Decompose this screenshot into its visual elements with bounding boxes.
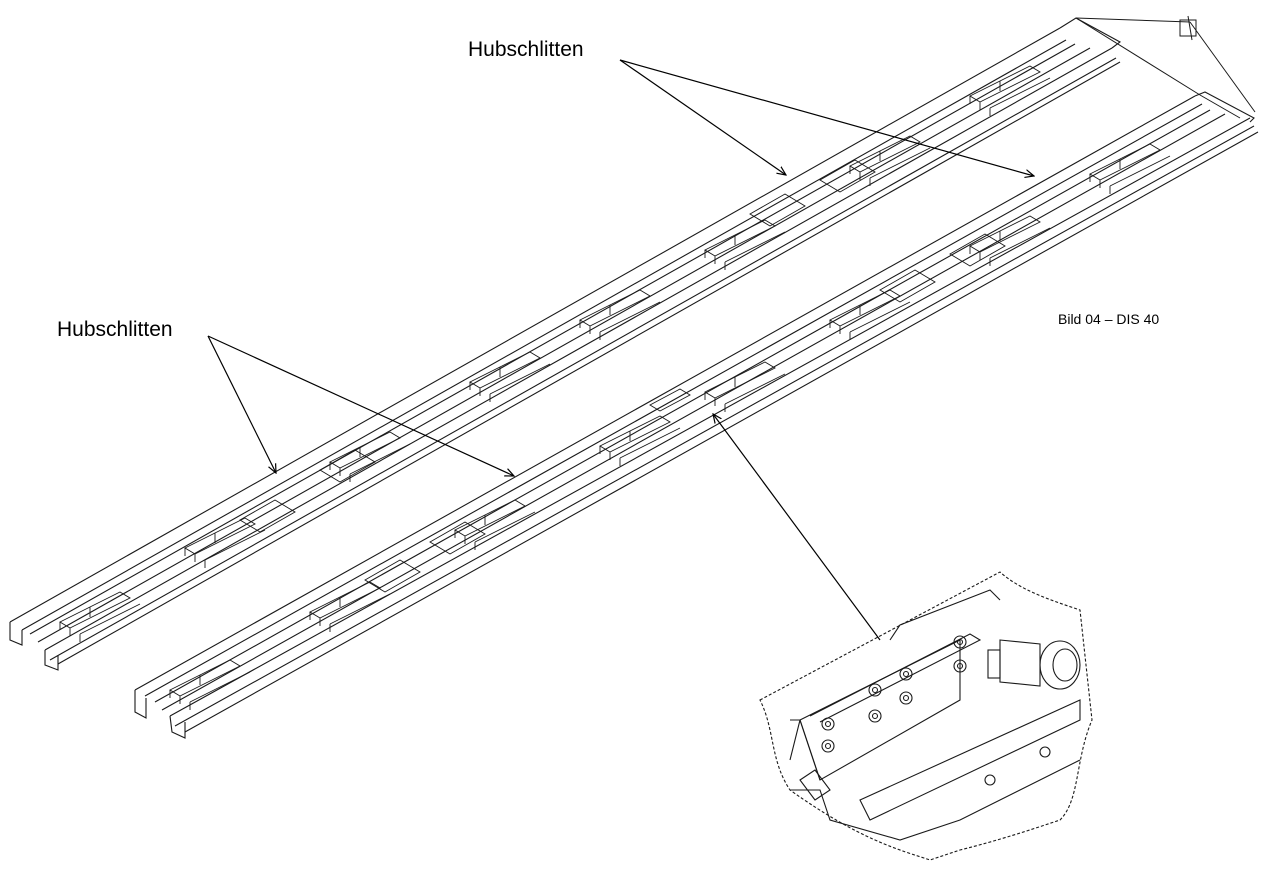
carriages-upper	[59, 65, 1051, 642]
rail-upper	[9, 17, 1122, 671]
rail-lower	[134, 91, 1259, 739]
carriages-lower	[169, 143, 1171, 710]
detail-inset	[759, 571, 1093, 861]
rear-linkage	[1075, 15, 1256, 119]
label-hubschlitten-left: Hubschlitten	[57, 318, 173, 341]
callout-arrows	[207, 59, 1034, 641]
label-hubschlitten-top: Hubschlitten	[468, 38, 584, 61]
figure-caption: Bild 04 – DIS 40	[1058, 311, 1160, 327]
